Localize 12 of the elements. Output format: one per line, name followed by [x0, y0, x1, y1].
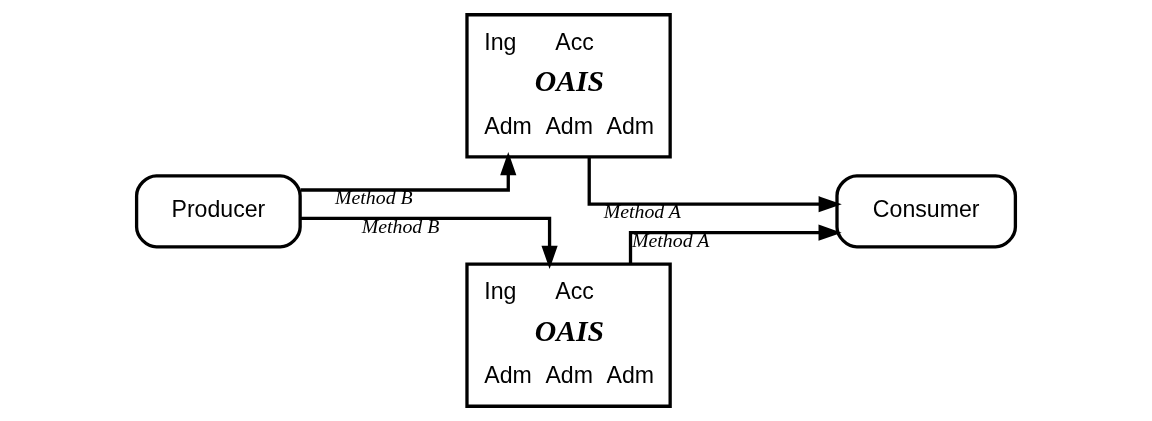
arrow — [300, 216, 558, 269]
node-box: Ing Acc OAIS Adm Adm Adm — [465, 13, 672, 159]
arrow — [300, 152, 517, 192]
edge-label: Method B — [361, 214, 440, 237]
arrow — [628, 224, 842, 264]
node-box: Ing Acc OAIS Adm Adm Adm — [465, 262, 672, 408]
arrow — [587, 157, 842, 213]
edge-label: Method A — [632, 228, 710, 251]
edge-label: Method A — [603, 200, 681, 223]
node-box: Producer — [134, 174, 302, 249]
node-box: Consumer — [835, 174, 1018, 249]
edge-label: Method B — [335, 186, 413, 209]
